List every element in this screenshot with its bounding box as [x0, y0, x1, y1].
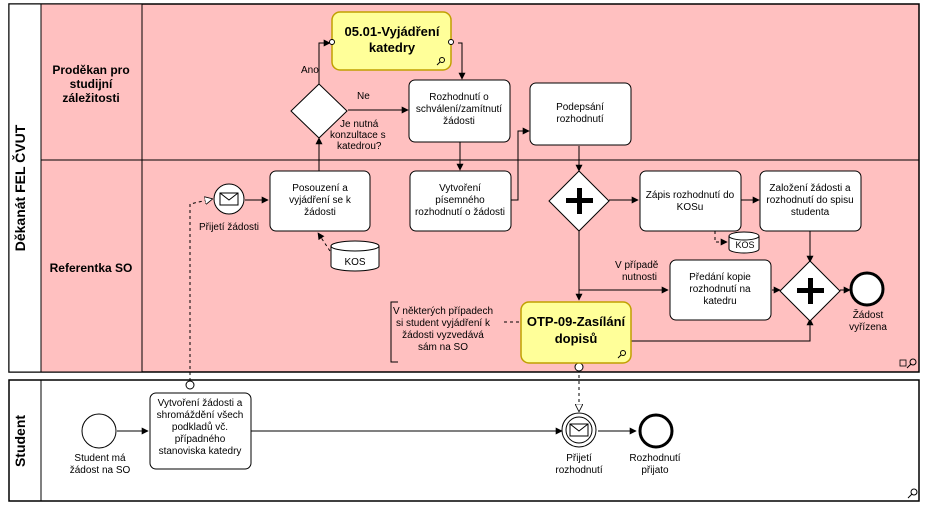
message-flow	[189, 199, 212, 381]
start-event-student[interactable]	[81, 413, 117, 449]
data-association	[714, 231, 728, 246]
magnifier-icon[interactable]	[899, 358, 917, 369]
pool-student: Student	[8, 379, 920, 502]
boundary-connector	[329, 39, 335, 45]
datastore-kos-1-label: KOS	[344, 257, 365, 268]
end-event-request-done[interactable]	[849, 271, 885, 307]
flow	[318, 39, 331, 84]
flow	[631, 318, 814, 342]
boundary-connector	[448, 39, 454, 45]
data-association	[317, 232, 331, 252]
flow-label-no: Ne	[357, 91, 370, 102]
magnifier-icon[interactable]	[907, 488, 918, 499]
gateway-parallel-split[interactable]	[548, 170, 610, 232]
gateway-parallel-join[interactable]	[779, 260, 841, 322]
datastore-kos-2-label: KOS	[735, 240, 754, 250]
subprocess-marker-icon	[436, 57, 445, 66]
flow	[458, 42, 466, 80]
flow	[511, 127, 530, 201]
event-receive-request-label: Přijetí žádosti	[199, 222, 259, 233]
envelope-icon	[219, 192, 239, 206]
event-receive-request[interactable]	[213, 183, 245, 215]
pool-title-student: Student	[12, 415, 28, 467]
lane-title-referentka: Referentka SO	[50, 261, 133, 275]
message-flow-origin	[185, 380, 195, 390]
datastore-kos-2[interactable]: KOS	[728, 231, 760, 254]
event-receive-decision[interactable]	[561, 412, 597, 448]
plus-icon	[566, 188, 593, 214]
plus-icon	[797, 278, 824, 304]
datastore-kos-1[interactable]: KOS	[330, 240, 380, 272]
envelope-icon	[569, 423, 589, 437]
pool-title-dekanat: Děkanát FEL ČVUT	[11, 124, 28, 251]
gateway-consultation[interactable]	[290, 83, 348, 139]
flow-label-yes: Ano	[301, 65, 319, 76]
end-event-student[interactable]	[638, 413, 674, 449]
sequence-flows	[117, 39, 851, 435]
message-flow-origin	[574, 362, 584, 372]
subprocess-marker-icon	[617, 350, 626, 359]
message-flows	[189, 199, 728, 411]
